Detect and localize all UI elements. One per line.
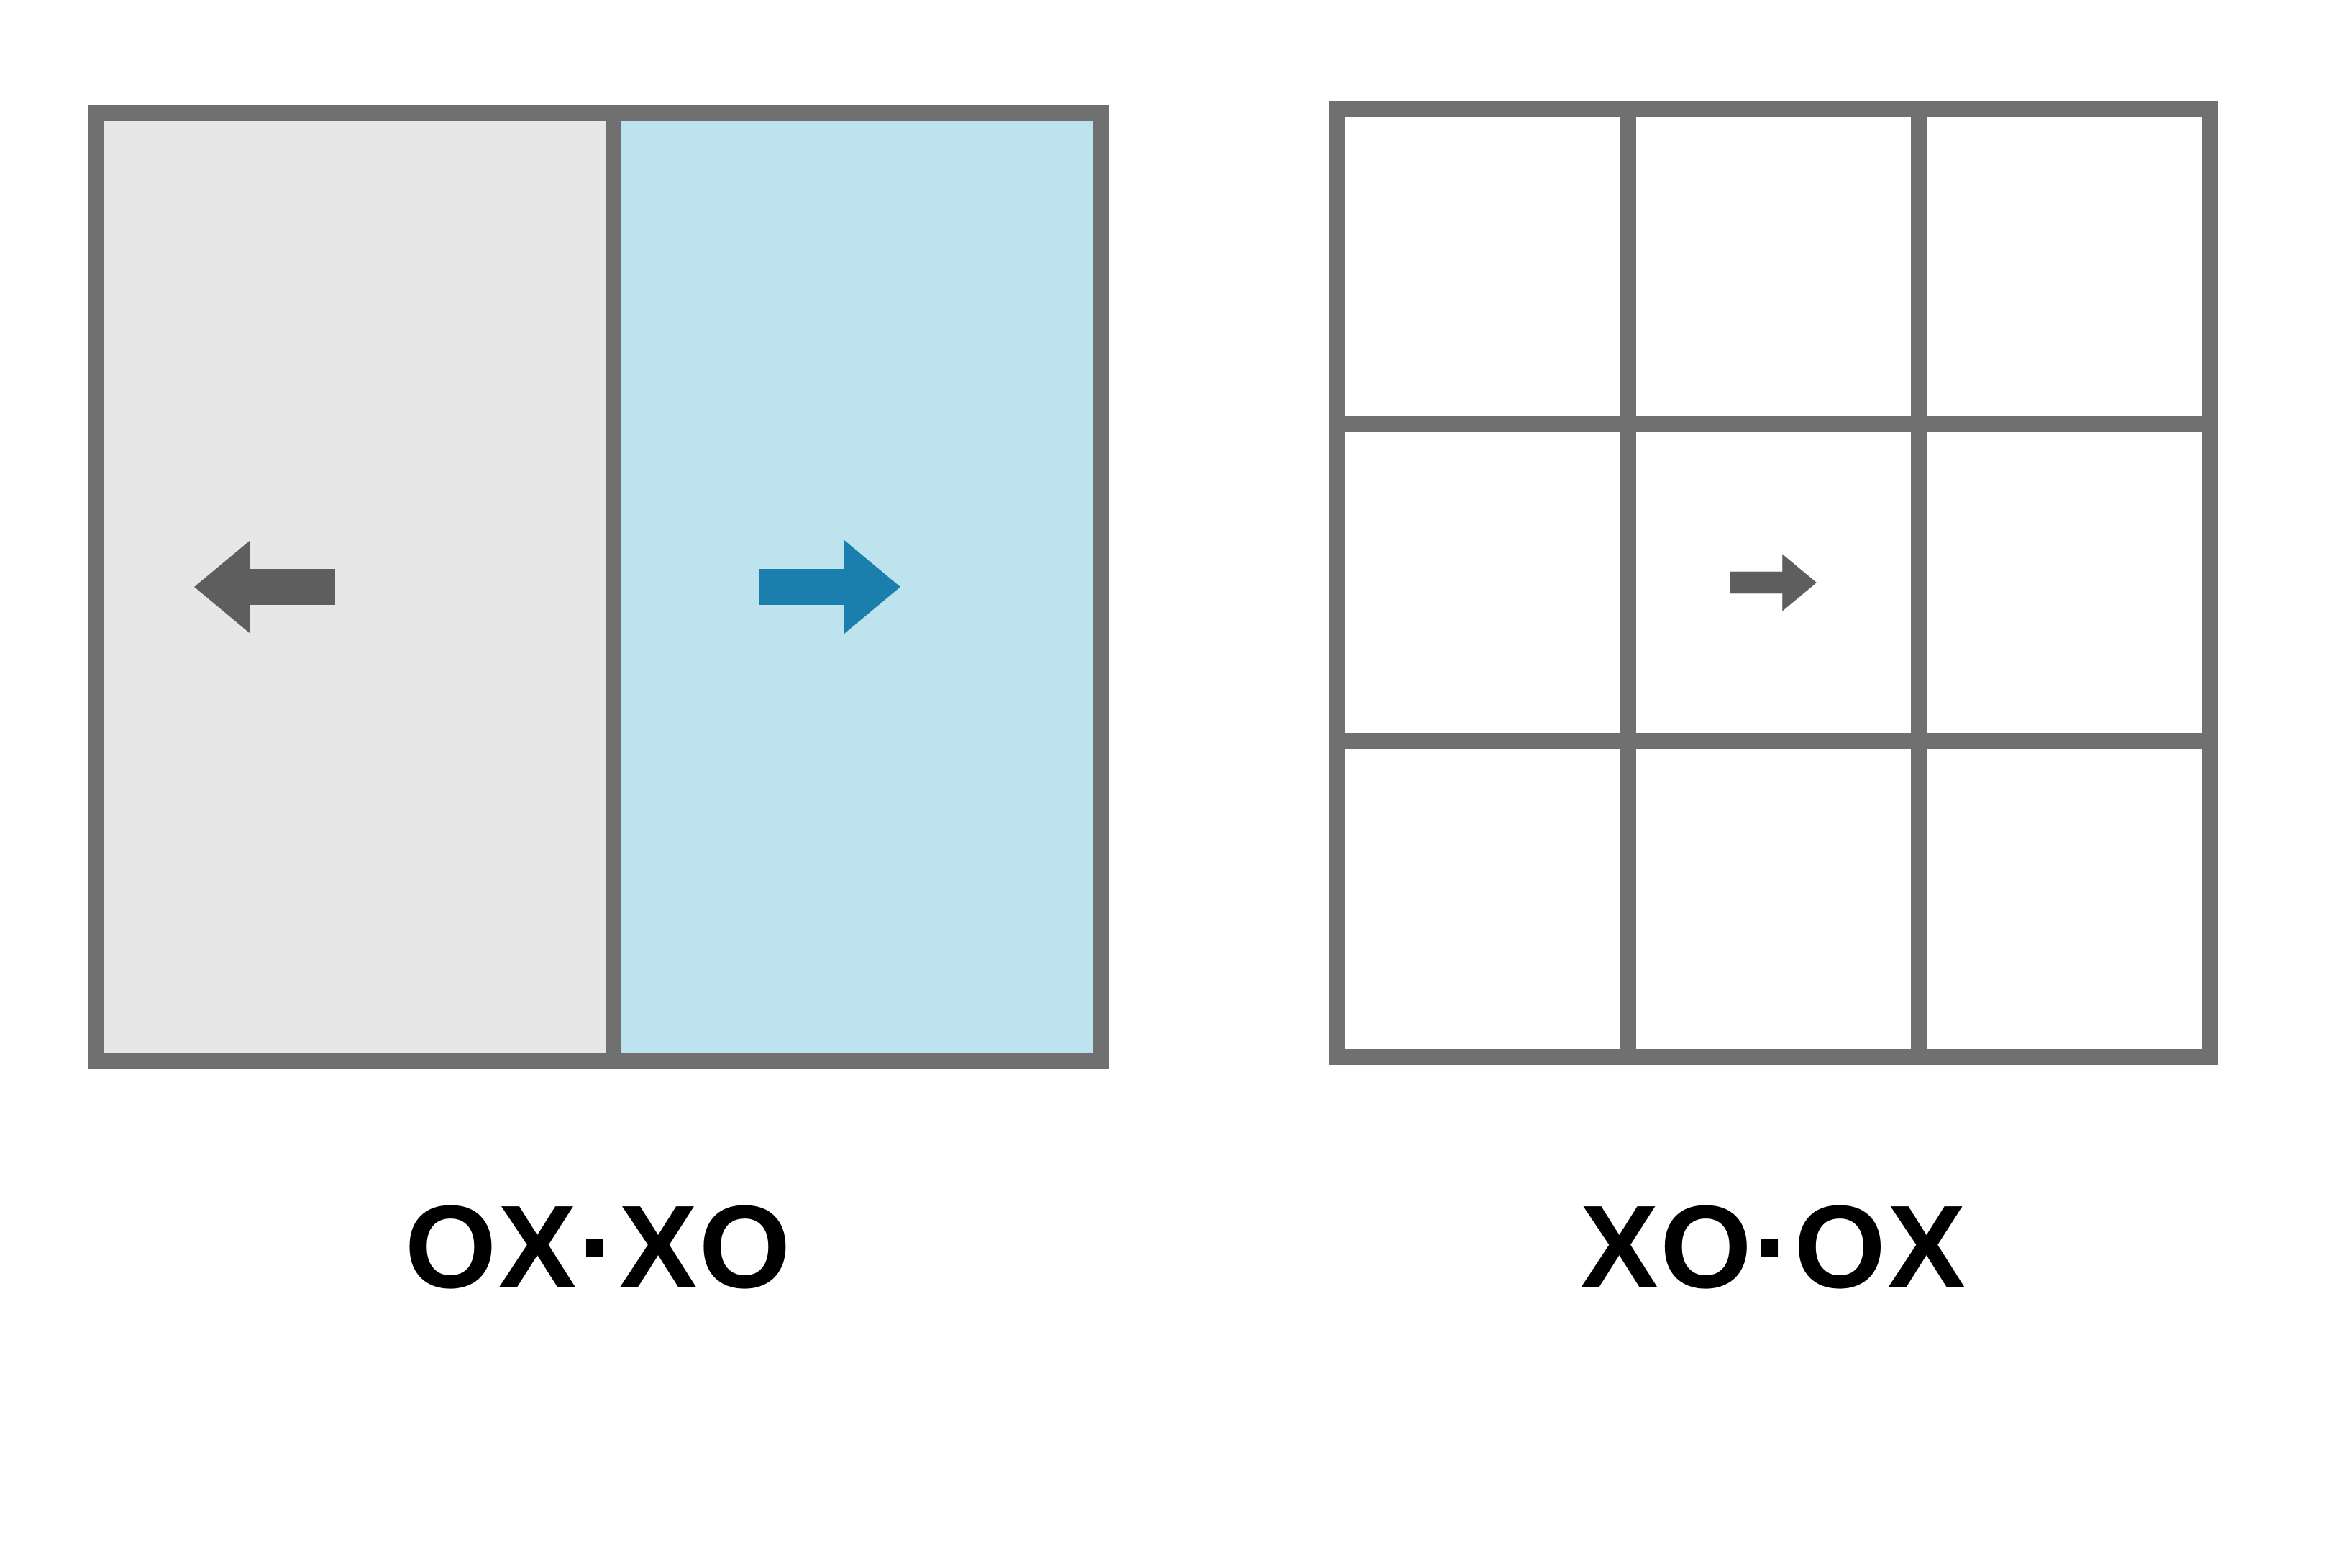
pane-left-gray (104, 121, 606, 1053)
grid-cell-r2c1 (1635, 748, 1912, 1049)
arrow-right-icon (1730, 554, 1817, 611)
grid-cell-r0c0 (1345, 117, 1620, 417)
three-by-three-grid (1329, 101, 2218, 1065)
grid-cell-r2c2 (1927, 748, 2202, 1049)
grid-cell-r0c1 (1635, 117, 1912, 417)
caption-right: XO·OX (1579, 1181, 1968, 1313)
grid-cell-r1c1 (1635, 432, 1912, 733)
pane-divider (606, 121, 621, 1053)
grid-cell-r2c0 (1345, 748, 1620, 1049)
arrow-left-icon (194, 540, 335, 634)
three-by-three-grid-figure (1329, 101, 2218, 1065)
caption-left: OX·XO (404, 1181, 793, 1313)
grid-cell-r1c0 (1345, 432, 1620, 733)
grid-cell-r0c2 (1927, 117, 2202, 417)
two-pane-box (88, 105, 1109, 1069)
two-pane-box-figure (88, 105, 1109, 1069)
arrow-right-icon (759, 540, 900, 634)
pane-right-blue (621, 121, 1093, 1053)
grid-cell-r1c2 (1927, 432, 2202, 733)
